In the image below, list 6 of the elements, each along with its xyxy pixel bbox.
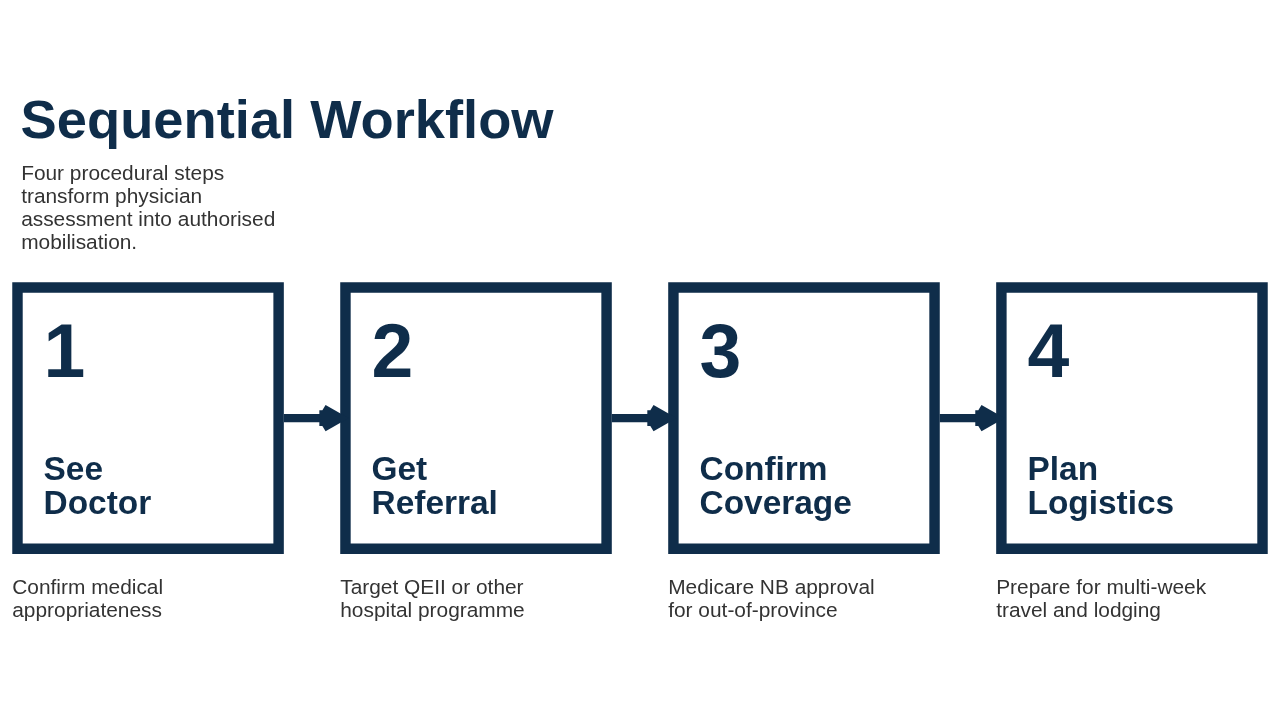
diagram-title: Sequential Workflow xyxy=(20,88,554,150)
node-label: Prepare for multi-week travel and lodging xyxy=(996,574,1207,621)
node-label: Confirm medical appropriateness xyxy=(12,574,164,621)
label: Four procedural steps transform physician assessment into authorised mobilisation. xyxy=(21,160,276,253)
node-label: Medicare NB approval for out-of-province xyxy=(668,574,875,621)
node-label: Target QEII or other hospital programme xyxy=(340,574,525,621)
